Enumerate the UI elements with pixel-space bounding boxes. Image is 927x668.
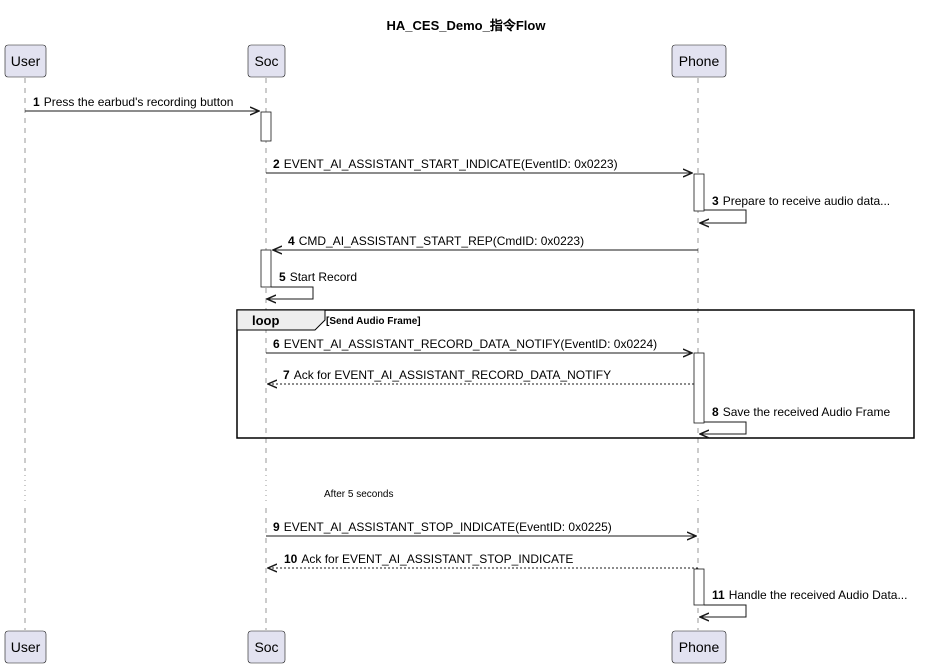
message-11: 11 Handle the received Audio Data...: [700, 588, 907, 617]
participant-user-bottom: User: [4, 630, 47, 664]
activation-phone-2: [693, 352, 705, 424]
message-text: EVENT_AI_ASSISTANT_STOP_INDICATE(EventID…: [284, 520, 612, 534]
message-text: Ack for EVENT_AI_ASSISTANT_STOP_INDICATE: [301, 552, 573, 566]
message-text: Press the earbud's recording button: [44, 95, 234, 109]
message-text: EVENT_AI_ASSISTANT_START_INDICATE(EventI…: [284, 157, 618, 171]
message-number: 8: [712, 405, 719, 419]
message-number: 3: [712, 194, 719, 208]
participant-label: User: [11, 53, 41, 69]
message-4: 4 CMD_AI_ASSISTANT_START_REP(CmdID: 0x022…: [273, 234, 698, 250]
message-number: 6: [273, 337, 280, 351]
message-1: 1 Press the earbud's recording button: [25, 95, 259, 111]
message-2: 2 EVENT_AI_ASSISTANT_START_INDICATE(Event…: [266, 157, 692, 173]
loop-keyword: loop: [252, 313, 279, 328]
loop-condition: [Send Audio Frame]: [326, 316, 421, 327]
delay-label: After 5 seconds: [324, 489, 393, 500]
message-text: CMD_AI_ASSISTANT_START_REP(CmdID: 0x0223…: [299, 234, 584, 248]
message-number: 5: [279, 270, 286, 284]
participant-phone-top: Phone: [671, 44, 727, 78]
message-number: 4: [288, 234, 295, 248]
participant-label: Soc: [254, 53, 278, 69]
message-number: 2: [273, 157, 280, 171]
activation-phone-1: [693, 173, 705, 212]
participant-user-top: User: [4, 44, 47, 78]
diagram-title: HA_CES_Demo_指令Flow: [387, 18, 547, 33]
message-number: 10: [284, 552, 298, 566]
message-number: 11: [712, 588, 725, 602]
activation-soc-1: [260, 111, 272, 142]
participant-label: Soc: [254, 639, 278, 655]
participant-soc-bottom: Soc: [247, 630, 286, 664]
message-text: Handle the received Audio Data...: [729, 588, 908, 602]
participant-label: User: [11, 639, 41, 655]
message-number: 9: [273, 520, 280, 534]
message-text: Start Record: [290, 270, 357, 284]
message-text: Ack for EVENT_AI_ASSISTANT_RECORD_DATA_N…: [294, 368, 611, 382]
message-number: 1: [33, 95, 40, 109]
participant-label: Phone: [679, 53, 720, 69]
message-6: 6 EVENT_AI_ASSISTANT_RECORD_DATA_NOTIFY(E…: [266, 337, 692, 353]
activation-phone-3: [693, 568, 705, 606]
participant-soc-top: Soc: [247, 44, 286, 78]
message-text: EVENT_AI_ASSISTANT_RECORD_DATA_NOTIFY(Ev…: [284, 337, 657, 351]
message-9: 9 EVENT_AI_ASSISTANT_STOP_INDICATE(EventI…: [266, 520, 696, 536]
message-text: Save the received Audio Frame: [723, 405, 891, 419]
message-text: Prepare to receive audio data...: [723, 194, 890, 208]
loop-frame: loop [Send Audio Frame]: [236, 309, 915, 439]
message-3: 3 Prepare to receive audio data...: [700, 194, 890, 223]
message-number: 7: [283, 368, 290, 382]
message-8: 8 Save the received Audio Frame: [700, 405, 890, 434]
message-5: 5 Start Record: [267, 270, 357, 299]
participant-label: Phone: [679, 639, 720, 655]
participant-phone-bottom: Phone: [671, 630, 727, 664]
activation-soc-2: [260, 249, 272, 288]
message-7: 7 Ack for EVENT_AI_ASSISTANT_RECORD_DATA_…: [268, 368, 694, 384]
